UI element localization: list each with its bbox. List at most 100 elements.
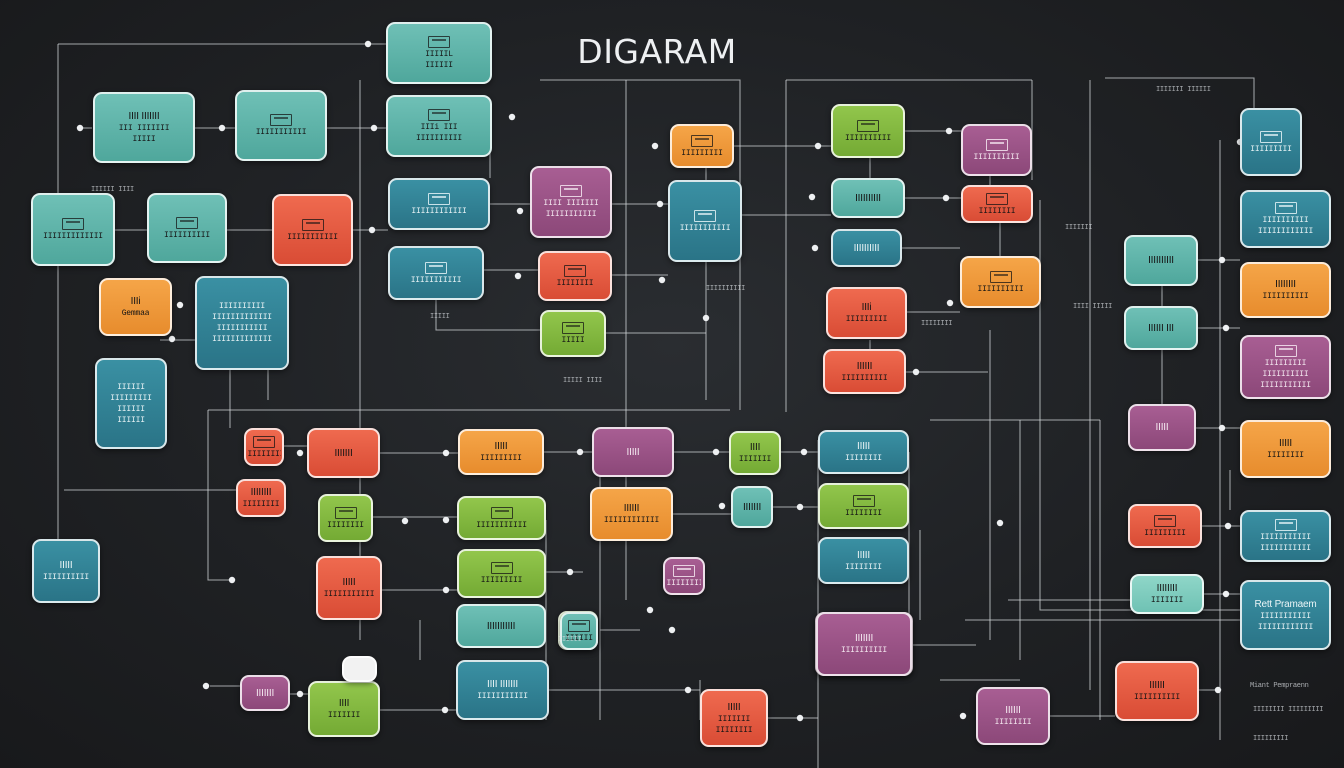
- flow-node[interactable]: IIIIIIIIIII: [457, 496, 546, 540]
- node-label: IIIIIIIIIII: [477, 692, 528, 701]
- flow-node[interactable]: IIIIIII: [731, 486, 773, 528]
- flow-node[interactable]: IIIIIIII: [318, 494, 373, 542]
- flow-node[interactable]: IIIII: [540, 310, 606, 357]
- node-label: IIIIIII: [717, 714, 751, 724]
- flow-node[interactable]: IIIIIIII: [818, 483, 909, 529]
- flow-node[interactable]: IIIIII: [560, 612, 598, 650]
- node-label: IIIIIIIIII: [1148, 255, 1174, 266]
- flow-node[interactable]: IIIII: [592, 427, 674, 477]
- node-label: IIIIIIII: [250, 487, 272, 498]
- node-label: III IIIIIII: [118, 124, 170, 133]
- connector-dot: [576, 448, 584, 456]
- flow-node[interactable]: IIIIIIII: [961, 185, 1033, 223]
- flow-node[interactable]: IIIIIIIIIII: [272, 194, 353, 266]
- node-label: IIIIIIII: [1156, 583, 1178, 594]
- node-label: IIIIIIIII: [1264, 358, 1307, 368]
- node-content: IIIIIIIIII: [833, 193, 903, 204]
- connector-dot: [712, 448, 720, 456]
- connector-dot: [942, 194, 950, 202]
- node-label: IIIIII: [425, 61, 453, 70]
- node-content: IIIIII III: [1126, 323, 1196, 334]
- flow-node[interactable]: IIIIIIIIIII: [388, 246, 484, 300]
- node-content: IIIIIIII: [963, 192, 1031, 216]
- flow-node[interactable]: [342, 656, 377, 682]
- node-label: IIIIII: [856, 360, 873, 372]
- connector-dot: [442, 449, 450, 457]
- flow-node[interactable]: IIIIIII: [240, 675, 290, 711]
- flow-node[interactable]: IIIIIIII: [663, 557, 705, 595]
- node-label: IIIIIIII: [666, 578, 702, 588]
- flow-node[interactable]: IIIIIIIII: [1128, 504, 1202, 548]
- flow-node[interactable]: IIIIIIIIIIIII: [31, 193, 115, 266]
- flow-node[interactable]: IIIIIIIIII: [831, 104, 905, 158]
- connector-dot: [1218, 256, 1226, 264]
- window-icon: [691, 134, 713, 147]
- flow-node[interactable]: IIIIIIIIII: [831, 178, 905, 218]
- flow-node[interactable]: IIIIIIIII: [1240, 108, 1302, 176]
- annotation-text: IIIIIIIII: [1253, 735, 1289, 743]
- window-icon: [1260, 130, 1282, 143]
- flow-node[interactable]: IIIIIIIIII: [960, 256, 1041, 308]
- flow-node[interactable]: IIIIIIIIII: [147, 193, 227, 263]
- node-label: IIII IIIIIII: [543, 199, 599, 208]
- flow-node[interactable]: IIIIIIII: [538, 251, 612, 301]
- node-content: IIIIIII: [309, 448, 378, 459]
- connector-dot: [959, 712, 967, 720]
- flow-node[interactable]: IIIIIIIIII: [961, 124, 1032, 176]
- flow-node[interactable]: IIIIIIIIII: [831, 229, 902, 267]
- flow-node[interactable]: IIIIIIIII: [244, 428, 284, 466]
- flow-node[interactable]: IIIIIIIIIII: [456, 604, 546, 648]
- flow-node[interactable]: IIIIIII: [307, 428, 380, 478]
- flow-node[interactable]: IIIIII III: [1124, 306, 1198, 350]
- connector-dot: [368, 226, 376, 234]
- flow-node[interactable]: IIIIIIIIIII: [235, 90, 327, 161]
- flow-node[interactable]: IIIIIIIIIII: [668, 180, 742, 262]
- window-icon: [176, 216, 198, 229]
- flow-node[interactable]: IIIIIIIIII: [1124, 235, 1198, 286]
- node-content: IIIIIIIIIII: [237, 114, 325, 137]
- flow-node[interactable]: IIIII: [1128, 404, 1196, 451]
- flow-node[interactable]: IIIIIIIII: [670, 124, 734, 168]
- connector-dot: [228, 576, 236, 584]
- annotation-text: IIIIIII IIIIII: [1156, 86, 1211, 94]
- flow-node[interactable]: IIIIIIIIIIII: [388, 178, 490, 230]
- node-label: IIIIIIIIII: [853, 242, 880, 254]
- annotation-text: IIII IIIII: [1073, 303, 1113, 311]
- flow-node[interactable]: IIIIIIIII: [457, 549, 546, 598]
- node-content: IIIIIIIII: [1242, 130, 1300, 154]
- node-content: IIIIIIIIII: [962, 270, 1039, 294]
